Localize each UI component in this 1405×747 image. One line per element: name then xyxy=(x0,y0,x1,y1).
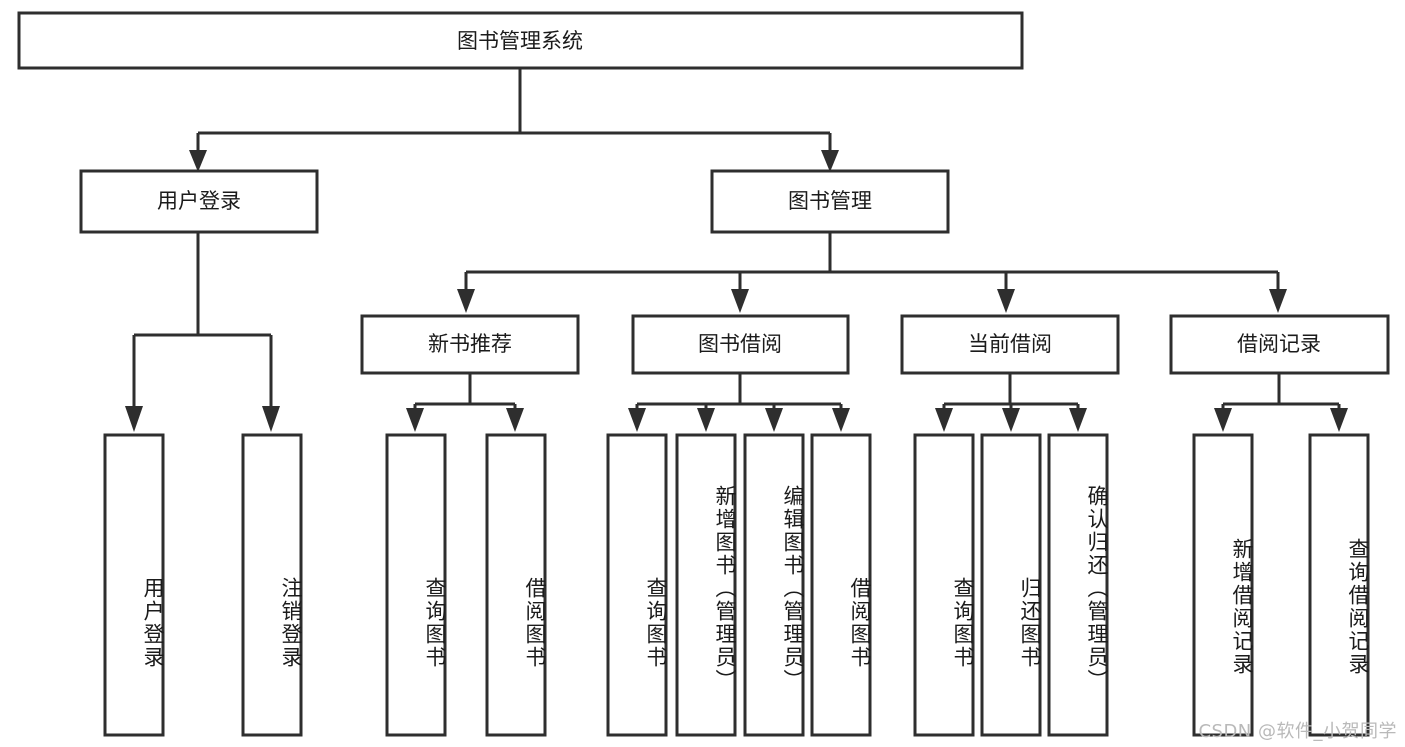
leaf-borrow-book-2-box[interactable] xyxy=(810,433,872,737)
node-new-book-recommend-box[interactable] xyxy=(360,314,580,375)
node-root-label: 图书管理系统 xyxy=(457,29,583,53)
arrow-leaf-user-logout-icon xyxy=(262,406,280,432)
node-current-borrow[interactable]: 当前借阅 xyxy=(900,314,1120,375)
arrow-leaf-borrow-book-1-icon xyxy=(506,408,524,432)
node-user-login-box[interactable] xyxy=(79,169,319,234)
leaf-borrow-book-1-box[interactable] xyxy=(485,433,547,737)
node-new-book-recommend-label: 新书推荐 xyxy=(428,332,512,356)
arrow-leaf-query-book-3-icon xyxy=(935,408,953,432)
node-current-borrow-box[interactable] xyxy=(900,314,1120,375)
arrow-leaf-query-book-1-icon xyxy=(406,408,424,432)
leaf-query-record-box[interactable] xyxy=(1308,433,1370,737)
arrow-leaf-edit-book-icon xyxy=(765,408,783,432)
node-borrow-record-box[interactable] xyxy=(1169,314,1390,375)
arrow-leaf-borrow-book-2-icon xyxy=(832,408,850,432)
arrow-leaf-user-login-icon xyxy=(125,406,143,432)
node-book-manage-label: 图书管理 xyxy=(788,189,872,213)
leaf-boxes xyxy=(103,433,1370,737)
leaf-add-record-box[interactable] xyxy=(1192,433,1254,737)
leaf-query-book-1-box[interactable] xyxy=(385,433,447,737)
node-borrow-record[interactable]: 借阅记录 xyxy=(1169,314,1390,375)
arrow-to-book-manage-icon xyxy=(821,150,839,172)
leaf-return-book-box[interactable] xyxy=(980,433,1042,737)
leaf-user-login-box[interactable] xyxy=(103,433,165,737)
node-book-borrow[interactable]: 图书借阅 xyxy=(631,314,850,375)
node-new-book-recommend[interactable]: 新书推荐 xyxy=(360,314,580,375)
leaf-edit-book-box[interactable] xyxy=(743,433,805,737)
leaf-query-book-2-box[interactable] xyxy=(606,433,668,737)
arrow-leaf-add-record-icon xyxy=(1214,408,1232,432)
node-root[interactable]: 图书管理系统 xyxy=(17,11,1024,70)
watermark-text: CSDN @软件_小贺同学 xyxy=(1198,721,1397,742)
leaf-add-book-box[interactable] xyxy=(675,433,737,737)
node-book-manage[interactable]: 图书管理 xyxy=(710,169,950,234)
arrow-to-new-book-recommend-icon xyxy=(457,289,475,313)
leaf-confirm-return-box[interactable] xyxy=(1047,433,1109,737)
arrow-leaf-query-book-2-icon xyxy=(628,408,646,432)
node-borrow-record-label: 借阅记录 xyxy=(1237,332,1321,356)
node-book-borrow-box[interactable] xyxy=(631,314,850,375)
node-root-box[interactable] xyxy=(17,11,1024,70)
arrow-leaf-add-book-icon xyxy=(697,408,715,432)
arrow-leaf-query-record-icon xyxy=(1330,408,1348,432)
node-user-login-label: 用户登录 xyxy=(157,189,241,213)
node-user-login[interactable]: 用户登录 xyxy=(79,169,319,234)
leaf-user-logout-box[interactable] xyxy=(241,433,303,737)
connectors xyxy=(125,68,1348,432)
node-current-borrow-label: 当前借阅 xyxy=(968,332,1052,356)
node-book-borrow-label: 图书借阅 xyxy=(698,332,782,356)
arrow-to-current-borrow-icon xyxy=(997,289,1015,313)
arrow-to-book-borrow-icon xyxy=(731,289,749,313)
arrow-to-borrow-record-icon xyxy=(1269,289,1287,313)
arrow-leaf-confirm-return-icon xyxy=(1069,408,1087,432)
leaf-query-book-3-box[interactable] xyxy=(913,433,975,737)
node-book-manage-box[interactable] xyxy=(710,169,950,234)
arrow-leaf-return-book-icon xyxy=(1002,408,1020,432)
arrow-to-user-login-icon xyxy=(189,150,207,172)
